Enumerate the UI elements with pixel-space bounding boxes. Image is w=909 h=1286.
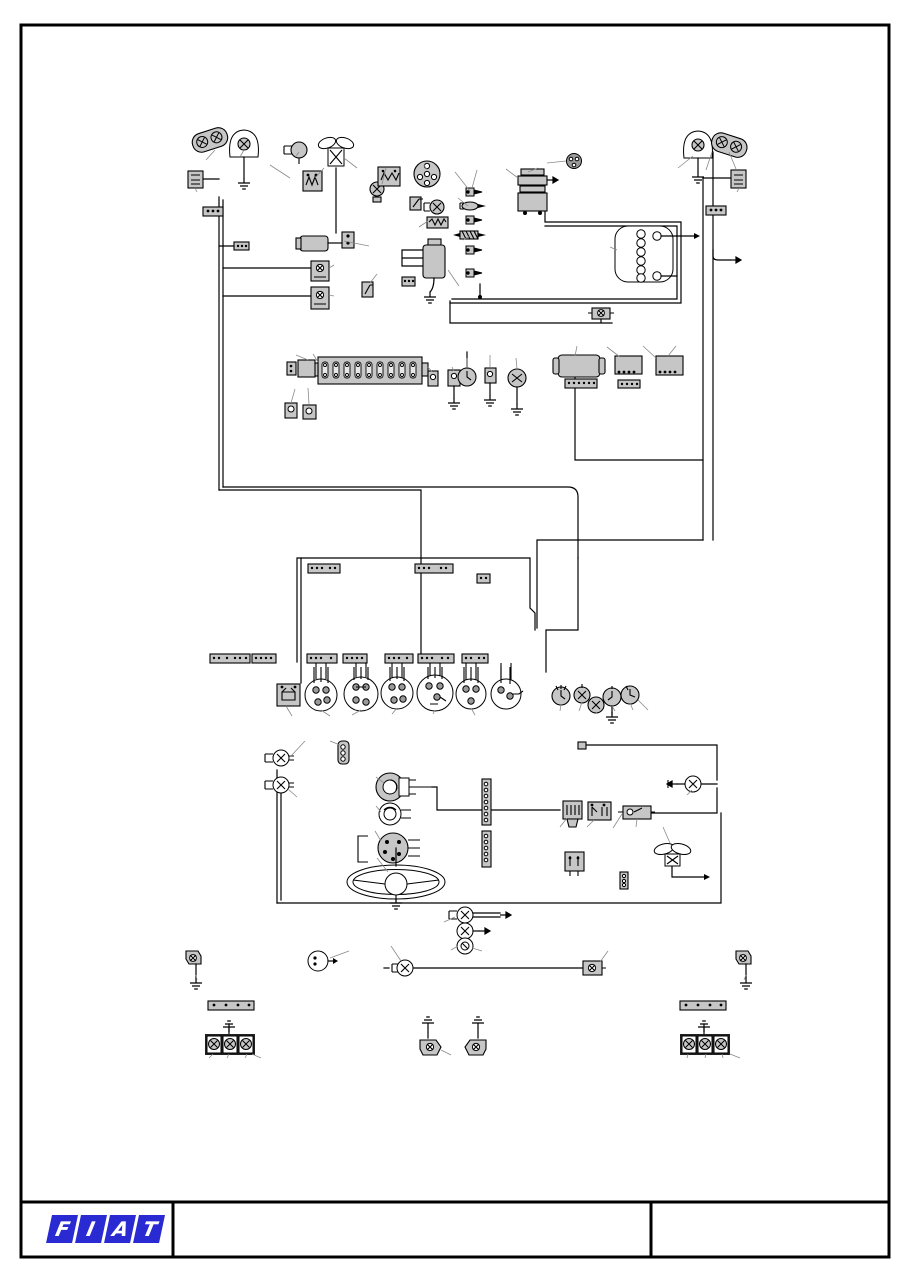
logo-letter-f: F <box>53 1217 72 1241</box>
column-plug <box>337 740 350 765</box>
cooling-fan <box>317 136 355 167</box>
strip-stubs <box>315 663 512 680</box>
ignition-switch <box>357 832 420 864</box>
plate-lamp-left <box>419 1016 442 1056</box>
glow-plug-indicator <box>423 199 445 215</box>
sender-disc <box>507 368 527 416</box>
column-connector-strips <box>481 778 492 868</box>
relay-resistor <box>377 166 401 187</box>
wiper-motor <box>295 231 355 252</box>
headlamp-right <box>683 130 713 184</box>
flasher-unit-1 <box>310 260 330 282</box>
toggle-switch <box>361 281 374 298</box>
clock-disc <box>457 351 477 387</box>
side-lamp-right <box>735 950 753 990</box>
instrument-gauges <box>551 684 640 724</box>
starter-button <box>409 196 423 211</box>
callout-leaders <box>194 149 747 1059</box>
feed-circle <box>666 775 702 793</box>
steering-wheel <box>346 847 446 910</box>
brake-light-switch <box>383 959 414 977</box>
flasher-unit-2 <box>310 286 330 310</box>
ignition-coil <box>401 238 446 304</box>
plate-lamp-right <box>464 1016 487 1056</box>
blower-fan <box>653 843 692 867</box>
dashboard-switches <box>304 667 524 712</box>
dynamo <box>552 354 606 389</box>
turn-repeater-left <box>264 749 294 794</box>
dashboard-outline <box>296 557 536 663</box>
fuse-link-left <box>187 170 204 189</box>
fiat-logo: F I A T <box>46 1215 165 1243</box>
feed-connector <box>286 359 316 378</box>
page-border <box>19 23 891 1259</box>
horn-button <box>307 950 338 972</box>
logo-letter-a: A <box>109 1217 132 1241</box>
number-plate-bar-left <box>207 1000 255 1011</box>
rear-lamp-cluster-right <box>680 1020 730 1055</box>
distributor <box>413 160 441 188</box>
inline-connector <box>579 960 606 976</box>
panel-relay <box>276 683 301 707</box>
voltage-regulator <box>302 170 323 192</box>
instrument-connector <box>614 225 700 283</box>
mid-plug <box>483 367 497 407</box>
flasher-ball <box>566 153 582 169</box>
tiny-connector <box>577 741 587 750</box>
license-lamp-stack <box>448 906 512 955</box>
headlamp-left <box>229 129 259 190</box>
blower-switch <box>564 851 585 876</box>
warning-buzzer <box>562 800 583 828</box>
heater-resistor <box>426 216 449 229</box>
engine-senders <box>453 187 486 299</box>
fuse-link-right <box>730 169 747 189</box>
side-lamp-left <box>185 950 203 990</box>
light-switch <box>375 772 432 802</box>
front-lamp-cluster-left <box>191 127 229 153</box>
relay <box>587 801 612 821</box>
flasher-relay <box>618 805 655 820</box>
regulator-box <box>614 355 643 389</box>
connector-plugs <box>284 369 461 420</box>
fuse-box <box>311 356 429 385</box>
rear-lamp-cluster-left <box>205 1020 255 1055</box>
inline-connector <box>588 307 614 320</box>
front-lamp-cluster-right <box>711 132 748 158</box>
fuel-pump <box>517 168 559 215</box>
number-plate-bar-right <box>679 1000 727 1011</box>
dashboard-connector-strips <box>209 563 491 664</box>
ring-connector <box>378 802 411 826</box>
terminal-block <box>655 355 684 376</box>
horn <box>283 141 308 164</box>
